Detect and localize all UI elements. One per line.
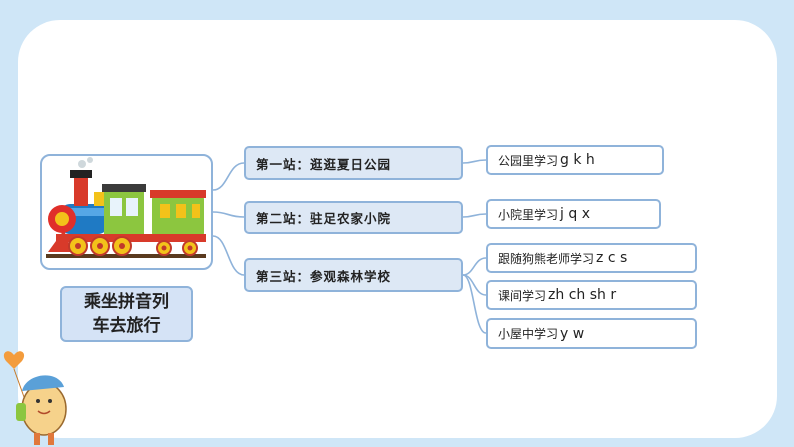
station-3-label: 第三站：参观森林学校: [256, 268, 392, 284]
station-3-node: 第三站：参观森林学校: [244, 258, 463, 292]
link-station-2-leaf-1: [462, 213, 487, 218]
train-illustration-icon: [46, 157, 206, 258]
station-2-node: 第二站：驻足农家小院: [244, 201, 463, 234]
cartoon-child-with-balloon-icon: [3, 351, 67, 445]
activity-text: 小院里学习: [498, 207, 559, 222]
title-line-1: 乘坐拼音列: [84, 292, 169, 312]
link-station-1-leaf-1: [462, 159, 487, 164]
activity-pinyin: zh ch sh r: [548, 287, 617, 303]
station-3-activity-2: 课间学习 zh ch sh r: [486, 280, 697, 310]
activity-pinyin: y w: [560, 325, 585, 342]
link-root-station-2: [212, 211, 245, 218]
train-picture-frame: [40, 154, 213, 270]
station-1-activity-1: 公园里学习 g k h: [486, 145, 664, 175]
activity-pinyin: z c s: [596, 250, 628, 266]
activity-text: 课间学习: [498, 288, 547, 303]
station-2-label: 第二站：驻足农家小院: [256, 211, 392, 226]
activity-text: 跟随狗熊老师学习: [498, 251, 595, 266]
activity-pinyin: j q x: [560, 206, 590, 222]
station-3-activity-3: 小屋中学习 y w: [486, 318, 697, 349]
mind-map-root-title: 乘坐拼音列 车去旅行: [60, 286, 193, 342]
link-root-station-1: [212, 162, 245, 191]
activity-pinyin: g k h: [560, 152, 595, 168]
activity-text: 小屋中学习: [498, 327, 559, 341]
link-station-3-leaf-1: [462, 257, 487, 276]
activity-text: 公园里学习: [498, 153, 559, 168]
station-1-label: 第一站：逛逛夏日公园: [256, 156, 392, 172]
station-2-activity-1: 小院里学习 j q x: [486, 199, 661, 229]
station-1-node: 第一站：逛逛夏日公园: [244, 146, 463, 180]
station-3-activity-1: 跟随狗熊老师学习 z c s: [486, 243, 697, 273]
title-line-2: 车去旅行: [92, 316, 161, 336]
link-root-station-3: [212, 235, 245, 276]
link-station-3-leaf-3: [462, 274, 487, 334]
